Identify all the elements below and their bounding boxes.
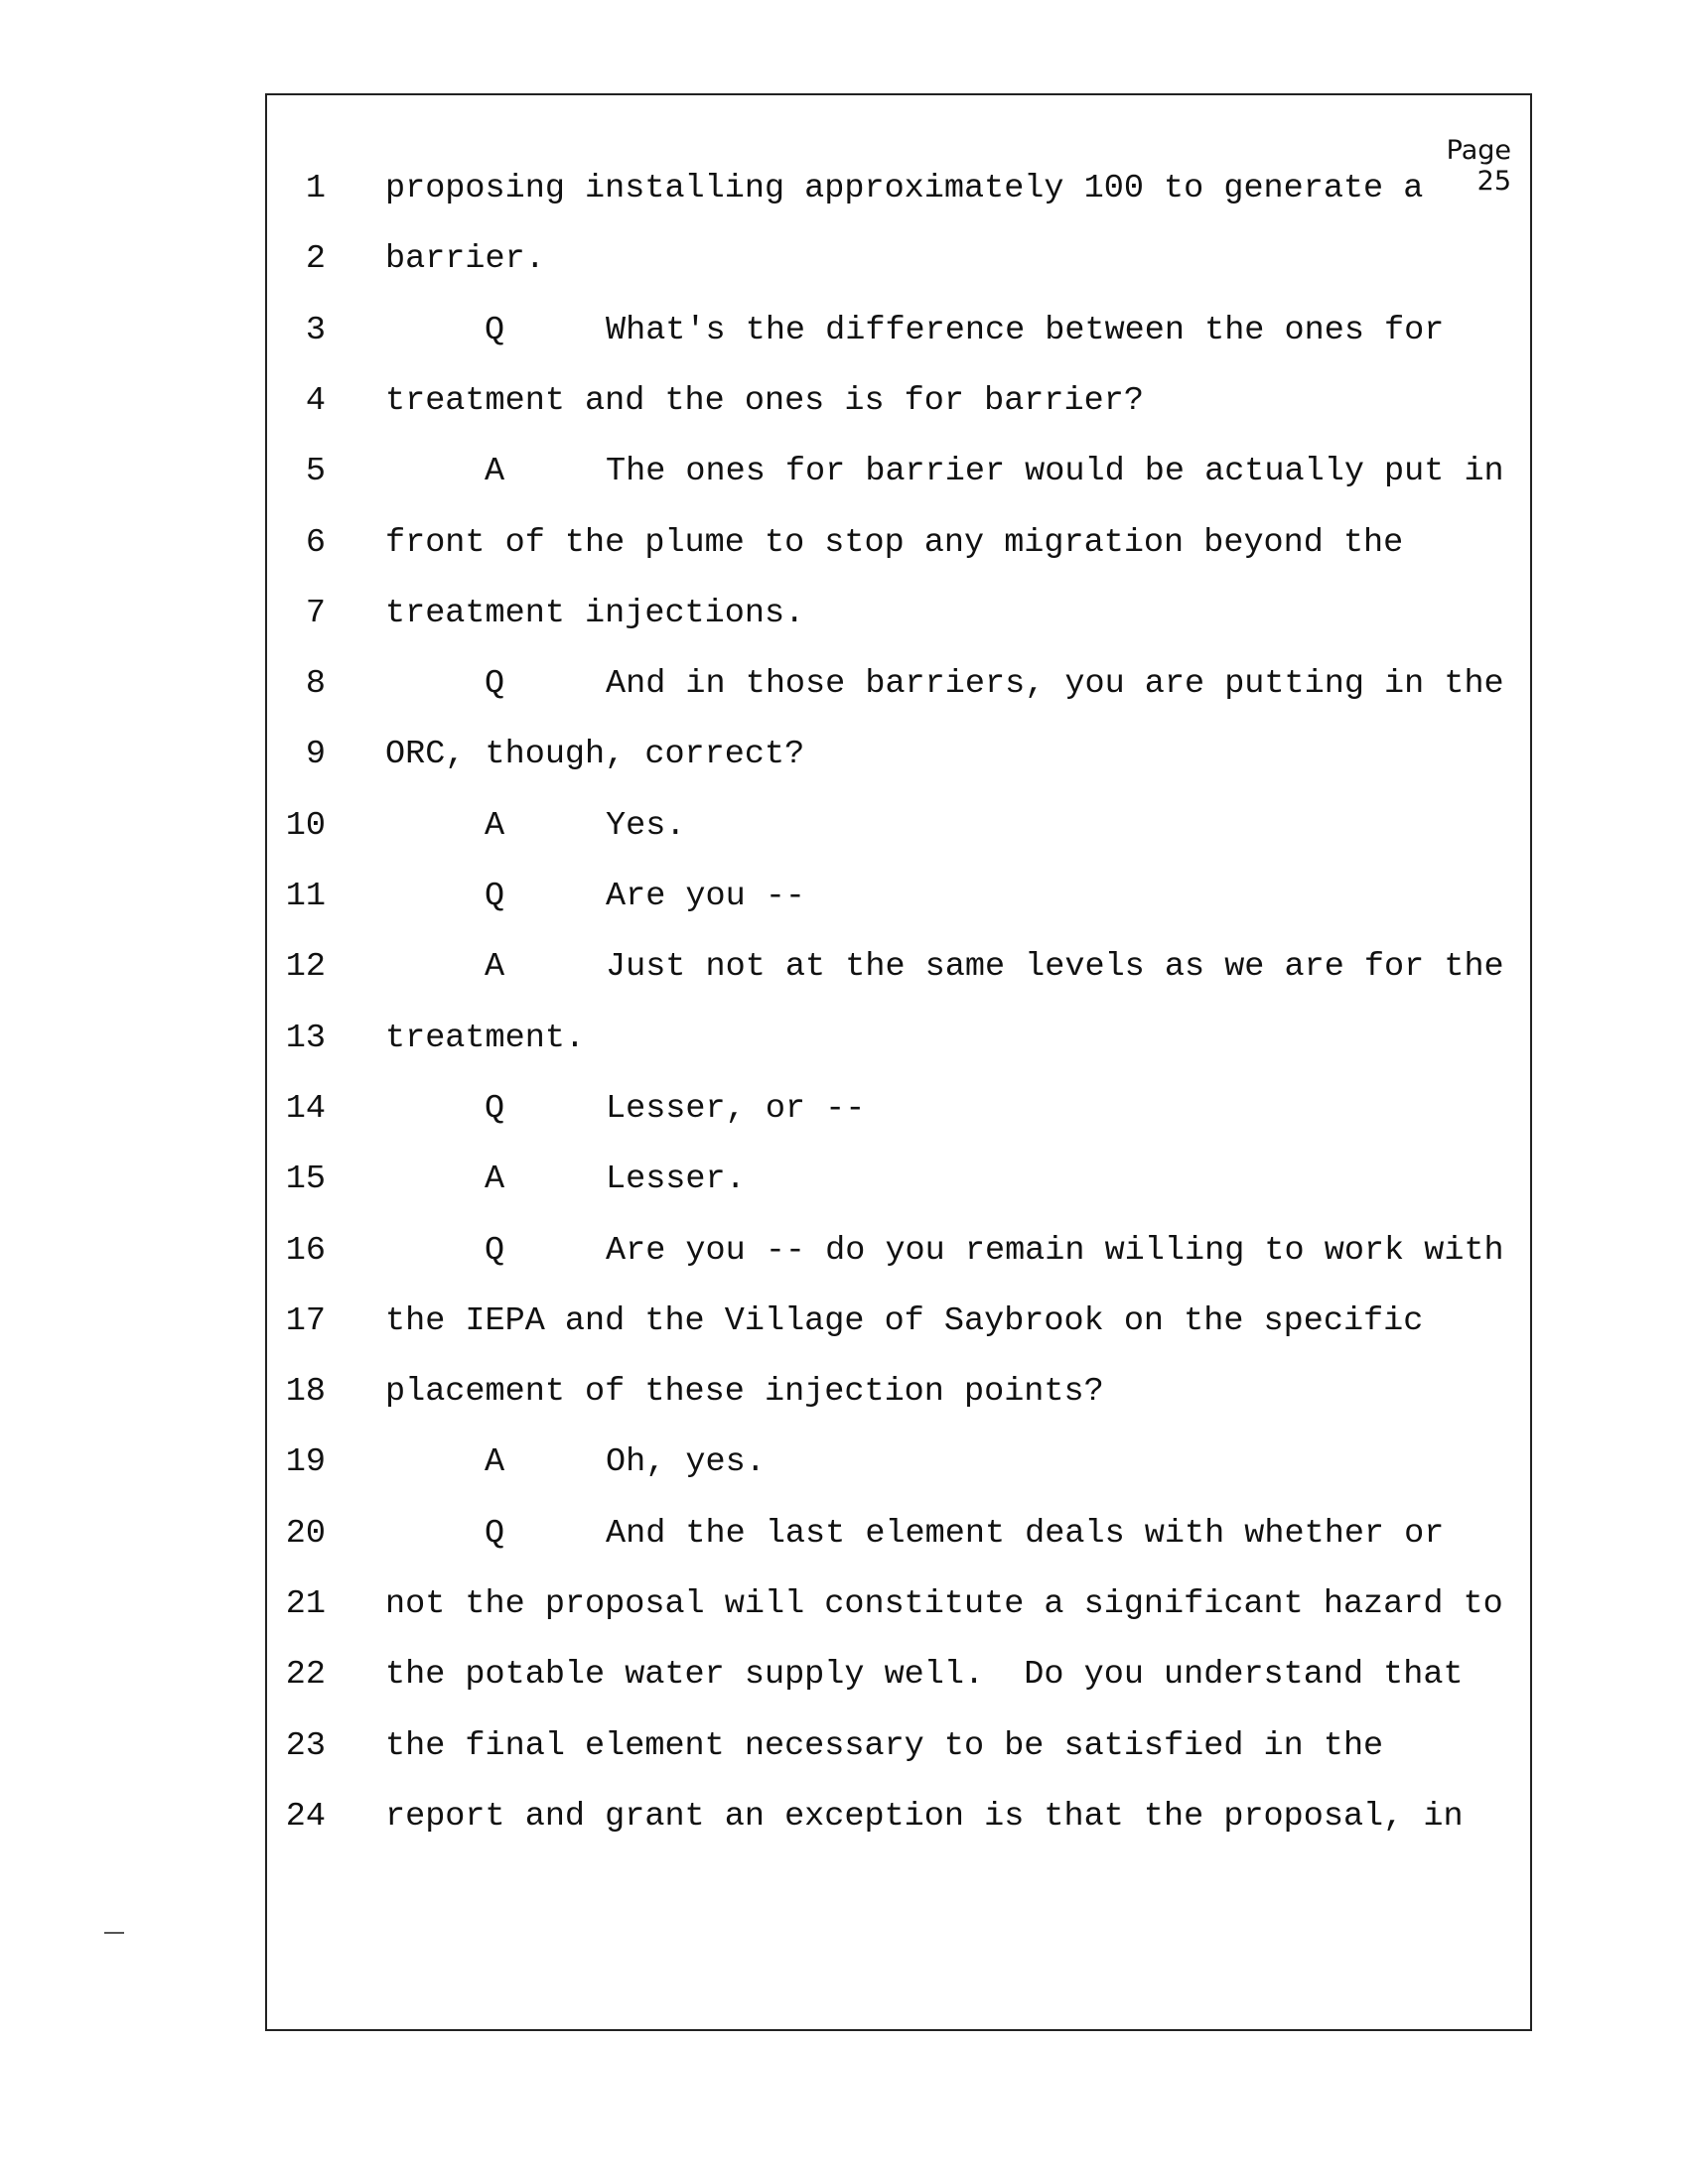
line-number: 20 <box>285 1514 326 1553</box>
line-number: 2 <box>305 240 326 279</box>
transcript-line: 2 barrier. <box>0 239 1684 310</box>
line-text: not the proposal will constitute a signi… <box>385 1585 1503 1623</box>
line-text: And the last element deals with whether … <box>606 1514 1445 1553</box>
line-text: the potable water supply well. Do you un… <box>385 1656 1464 1695</box>
transcript-line: 13 treatment. <box>0 1019 1684 1089</box>
line-text: treatment. <box>385 1019 586 1057</box>
line-text: the IEPA and the Village of Saybrook on … <box>385 1301 1424 1340</box>
speaker-label: A <box>485 1160 505 1199</box>
transcript-line: 21 not the proposal will constitute a sig… <box>0 1584 1684 1655</box>
line-text: front of the plume to stop any migration… <box>385 523 1404 562</box>
transcript-line: 19 A Oh, yes. <box>0 1442 1684 1513</box>
line-number: 14 <box>285 1089 326 1128</box>
transcript-line: 7 treatment injections. <box>0 594 1684 664</box>
line-text: the final element necessary to be satisf… <box>385 1726 1384 1765</box>
line-number: 23 <box>285 1726 326 1765</box>
transcript-line: 20 Q And the last element deals with wheth… <box>0 1514 1684 1584</box>
line-number: 10 <box>285 806 326 845</box>
line-text: treatment and the ones is for barrier? <box>385 381 1144 420</box>
line-text: Are you -- <box>606 878 806 915</box>
line-number: 17 <box>285 1301 326 1340</box>
transcript-line: 6 front of the plume to stop any migratio… <box>0 523 1684 594</box>
transcript-line: 17 the IEPA and the Village of Saybrook o… <box>0 1301 1684 1372</box>
transcript-line: 9 ORC, though, correct? <box>0 735 1684 805</box>
line-number: 13 <box>285 1019 326 1057</box>
transcript-line: 16 Q Are you -- do you remain willing to w… <box>0 1231 1684 1301</box>
line-number: 18 <box>285 1373 326 1412</box>
page-border <box>265 93 1532 2031</box>
line-number: 19 <box>285 1443 326 1482</box>
line-number: 11 <box>285 878 326 915</box>
line-number: 3 <box>305 311 326 349</box>
line-number: 5 <box>305 453 326 491</box>
line-text: And in those barriers, you are putting i… <box>606 665 1504 704</box>
transcript-line: 5 A The ones for barrier would be actually… <box>0 452 1684 522</box>
transcript-line: 10 A Yes. <box>0 806 1684 877</box>
line-text: barrier. <box>385 240 545 279</box>
line-number: 22 <box>285 1656 326 1695</box>
line-text: placement of these injection points? <box>385 1373 1104 1412</box>
line-text: treatment injections. <box>385 594 805 632</box>
margin-mark <box>104 1932 124 1934</box>
line-number: 7 <box>305 594 326 632</box>
line-number: 6 <box>305 523 326 562</box>
speaker-label: Q <box>485 1231 505 1270</box>
line-text: Oh, yes. <box>606 1443 766 1482</box>
line-number: 24 <box>285 1797 326 1836</box>
line-text: ORC, though, correct? <box>385 736 805 774</box>
speaker-label: Q <box>485 311 505 349</box>
transcript-line: 12 A Just not at the same levels as we are… <box>0 947 1684 1018</box>
line-number: 9 <box>305 736 326 774</box>
line-number: 16 <box>285 1231 326 1270</box>
speaker-label: Q <box>485 1514 505 1553</box>
line-text: What's the difference between the ones f… <box>606 311 1445 349</box>
line-number: 21 <box>285 1585 326 1623</box>
speaker-label: Q <box>485 665 505 704</box>
speaker-label: Q <box>485 878 505 915</box>
line-number: 1 <box>305 170 326 207</box>
transcript-line: 11 Q Are you -- <box>0 877 1684 947</box>
line-text: Lesser. <box>606 1160 746 1199</box>
line-text: Yes. <box>606 806 686 845</box>
line-text: proposing installing approximately 100 t… <box>385 170 1424 207</box>
line-text: The ones for barrier would be actually p… <box>606 453 1504 491</box>
line-text: report and grant an exception is that th… <box>385 1797 1464 1836</box>
line-text: Just not at the same levels as we are fo… <box>606 948 1504 987</box>
transcript-line: 18 placement of these injection points? <box>0 1372 1684 1442</box>
page-number: Page 25 <box>1446 135 1511 197</box>
line-number: 4 <box>305 381 326 420</box>
line-text: Are you -- do you remain willing to work… <box>606 1231 1504 1270</box>
line-number: 8 <box>305 665 326 704</box>
line-number: 15 <box>285 1160 326 1199</box>
speaker-label: A <box>485 806 505 845</box>
line-number: 12 <box>285 948 326 987</box>
speaker-label: A <box>485 1443 505 1482</box>
transcript-line: 22 the potable water supply well. Do you … <box>0 1655 1684 1725</box>
speaker-label: A <box>485 453 505 491</box>
line-text: Lesser, or -- <box>606 1089 866 1128</box>
transcript-line: 14 Q Lesser, or -- <box>0 1089 1684 1160</box>
transcript-line: 23 the final element necessary to be sati… <box>0 1726 1684 1797</box>
transcript-line: 24 report and grant an exception is that … <box>0 1797 1684 1867</box>
speaker-label: Q <box>485 1089 505 1128</box>
transcript-line: 4 treatment and the ones is for barrier? <box>0 381 1684 452</box>
transcript-line: 3 Q What's the difference between the ones… <box>0 311 1684 381</box>
transcript-line: 1 proposing installing approximately 100 … <box>0 169 1684 239</box>
transcript-line: 8 Q And in those barriers, you are putting… <box>0 664 1684 735</box>
transcript-line: 15 A Lesser. <box>0 1160 1684 1230</box>
speaker-label: A <box>485 948 505 987</box>
